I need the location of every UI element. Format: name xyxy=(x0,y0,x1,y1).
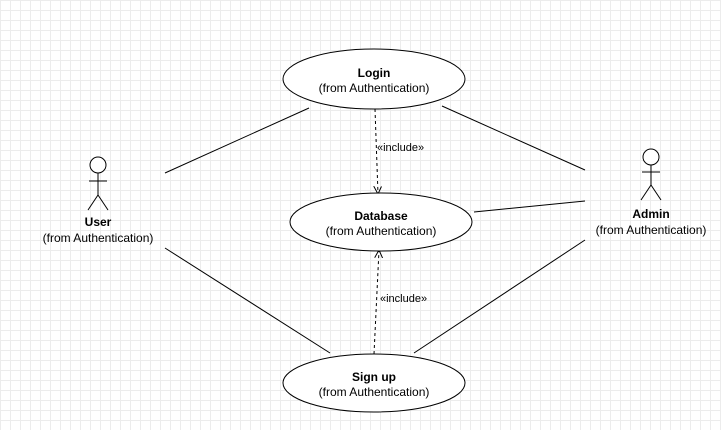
actor-user[interactable]: User (from Authentication) xyxy=(43,156,154,245)
include-signup-database[interactable] xyxy=(373,250,379,355)
usecase-signup[interactable]: Sign up (from Authentication) xyxy=(282,353,466,413)
usecase-database-name: Database xyxy=(354,209,408,223)
association-user-login[interactable] xyxy=(164,107,310,174)
usecase-database-package: (from Authentication) xyxy=(326,224,437,238)
actor-user-name: User xyxy=(85,215,112,229)
actor-admin[interactable]: Admin (from Authentication) xyxy=(596,148,707,237)
actor-admin-name: Admin xyxy=(632,207,669,221)
usecase-signup-name: Sign up xyxy=(352,370,396,384)
association-admin-database[interactable] xyxy=(473,200,586,213)
admin-stick-figure-icon xyxy=(640,148,662,201)
usecase-database[interactable]: Database (from Authentication) xyxy=(289,192,473,252)
association-user-signup[interactable] xyxy=(164,247,331,354)
usecase-login-name: Login xyxy=(358,66,391,80)
usecase-login[interactable]: Login (from Authentication) xyxy=(282,48,466,110)
association-admin-login[interactable] xyxy=(441,105,586,171)
usecase-login-package: (from Authentication) xyxy=(319,81,430,95)
actor-admin-package: (from Authentication) xyxy=(596,223,707,237)
usecase-signup-package: (from Authentication) xyxy=(319,385,430,399)
association-admin-signup[interactable] xyxy=(413,239,586,354)
actor-user-package: (from Authentication) xyxy=(43,231,154,245)
include-login-database[interactable] xyxy=(375,108,378,194)
include-signup-database-label: «include» xyxy=(380,293,427,305)
user-stick-figure-icon xyxy=(87,156,109,211)
include-login-database-label: «include» xyxy=(377,142,424,154)
